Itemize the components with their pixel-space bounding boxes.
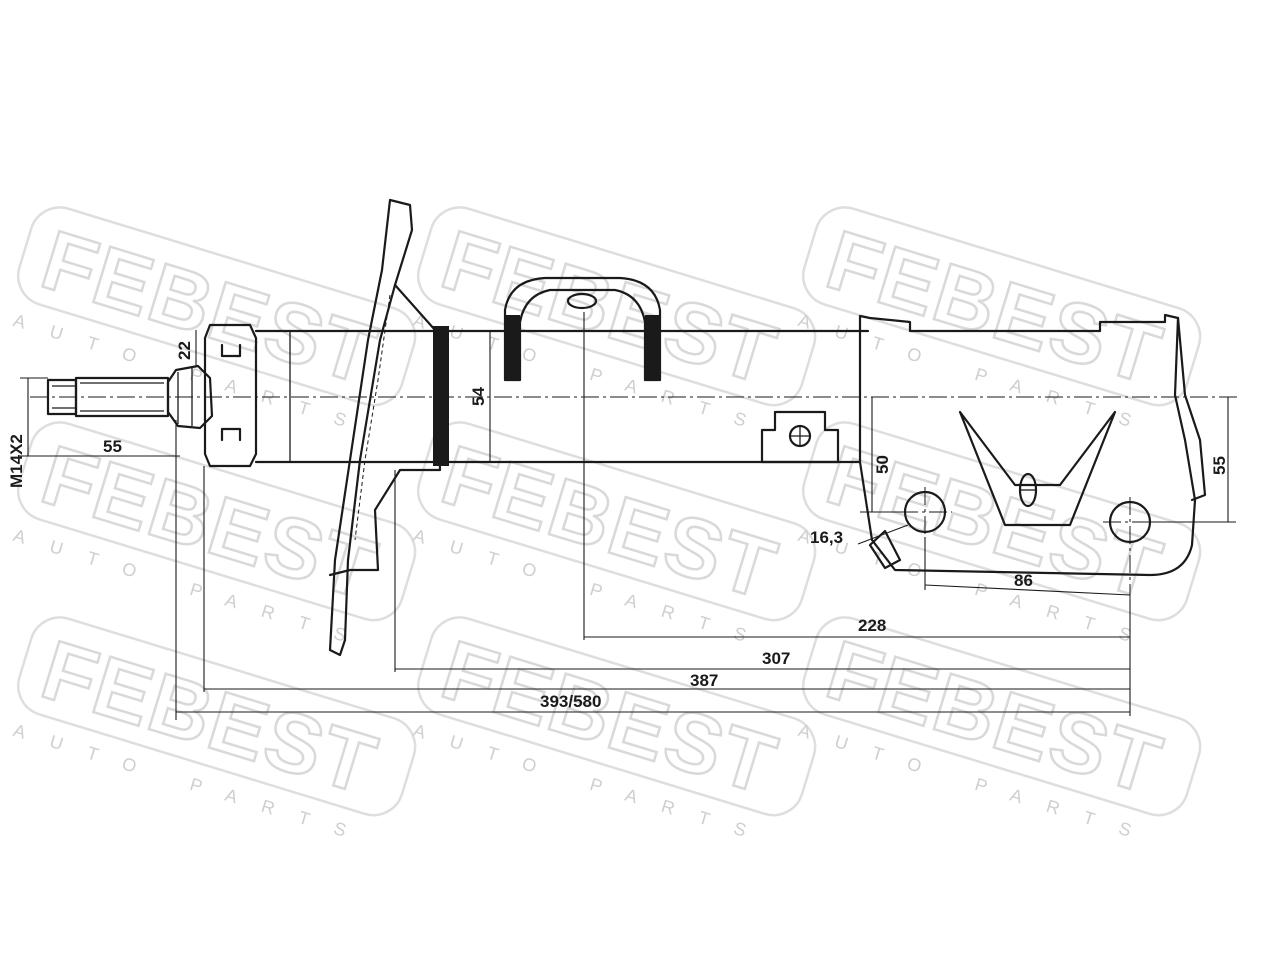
label-bracket-height: 50	[873, 455, 892, 474]
dimension-lines	[20, 312, 1236, 720]
label-bracket-total-height: 55	[1210, 456, 1229, 475]
label-thread: M14X2	[7, 434, 26, 488]
watermark-layer: FEBEST AUTO PARTS FEBEST AUTO PARTS FEBE…	[11, 206, 1202, 848]
label-len-228: 228	[858, 616, 886, 635]
top-nut	[166, 364, 214, 430]
knuckle-bracket	[858, 313, 1207, 577]
dimension-labels: M14X2 55 22 54 50 55 16,3 86 228 307 387…	[7, 341, 1229, 711]
spring-clip	[503, 276, 662, 382]
spring-seat	[328, 198, 442, 657]
label-hole-diameter: 16,3	[810, 528, 843, 547]
label-len-387: 387	[690, 671, 718, 690]
label-hole-spacing: 86	[1014, 571, 1033, 590]
label-rod-length: 55	[103, 437, 122, 456]
upper-mount	[203, 323, 258, 468]
sensor-bracket	[760, 410, 840, 464]
label-nut-height: 22	[175, 341, 194, 360]
label-tube-diameter: 54	[469, 387, 488, 406]
label-len-307: 307	[762, 649, 790, 668]
label-len-total: 393/580	[540, 692, 601, 711]
piston-rod	[46, 376, 170, 418]
